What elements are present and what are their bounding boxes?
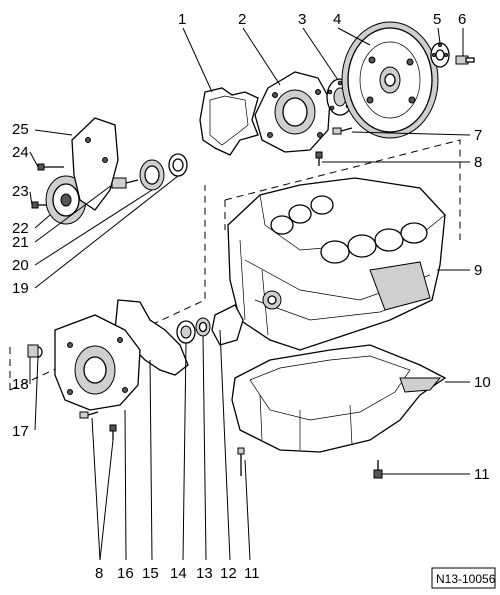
callout-numbers: 1 2 3 4 5 6 7 8 9 10 11 8 16 15 14 13 12…: [12, 11, 491, 582]
callout-15: 15: [142, 565, 159, 582]
callout-1: 1: [178, 11, 186, 28]
rear-seal-housing: [254, 71, 331, 153]
pulley-seal-ring: [168, 153, 188, 177]
oil-pump-gasket: [211, 304, 244, 346]
oil-plug: [27, 344, 39, 358]
callout-3: 3: [298, 11, 306, 28]
callout-8-upper: 8: [474, 154, 482, 171]
timing-cover: [54, 314, 141, 411]
leader-lines: [29, 27, 471, 561]
reference-code-label: N13-10056: [431, 567, 496, 589]
callout-7: 7: [474, 127, 482, 144]
oil-pan-bolt-long: [237, 447, 245, 476]
oil-pan-upper-section: [231, 344, 447, 453]
callout-11-lower: 11: [244, 565, 260, 582]
cover-bolt-8-upper: [315, 151, 323, 166]
assembly-dash-lines: [9, 139, 461, 391]
callout-20: 20: [12, 257, 29, 274]
callout-23: 23: [12, 183, 29, 200]
damper-bolt: [31, 201, 46, 209]
callout-17: 17: [12, 423, 29, 440]
reference-code-text: N13-10056: [436, 572, 496, 586]
rear-cover-gasket: [199, 87, 259, 156]
flywheel-drive-plate: [341, 21, 439, 139]
flywheel-washer-plate: [430, 42, 450, 68]
callout-11-right: 11: [474, 466, 490, 483]
callout-6: 6: [458, 11, 466, 28]
oil-pan-bolt-right: [373, 460, 383, 479]
callout-12: 12: [220, 565, 237, 582]
callout-13: 13: [196, 565, 213, 582]
front-crankshaft-seal: [176, 320, 196, 344]
callout-19: 19: [12, 280, 29, 297]
callout-4: 4: [333, 11, 341, 28]
crankshaft-seal-ring: [195, 317, 211, 337]
callout-14: 14: [170, 565, 187, 582]
callout-25: 25: [12, 121, 29, 138]
callout-2: 2: [238, 11, 246, 28]
accessory-bracket: [71, 117, 119, 211]
pulley-hub-bolt: [111, 177, 139, 189]
cover-bolt-7: [332, 127, 353, 135]
callout-22: 22: [12, 220, 29, 237]
callout-9: 9: [474, 262, 482, 279]
bracket-bolt: [37, 163, 64, 171]
callout-8-lower: 8: [95, 565, 103, 582]
callout-5: 5: [433, 11, 441, 28]
callout-21: 21: [12, 234, 29, 251]
callout-10: 10: [474, 374, 491, 391]
flywheel-bolt: [455, 55, 475, 65]
cylinder-block: [227, 177, 446, 351]
callout-24: 24: [12, 144, 29, 161]
crankshaft-sprocket: [139, 159, 165, 191]
callout-18: 18: [12, 376, 29, 393]
timing-cover-bolts: [79, 411, 117, 440]
callout-16: 16: [117, 565, 134, 582]
